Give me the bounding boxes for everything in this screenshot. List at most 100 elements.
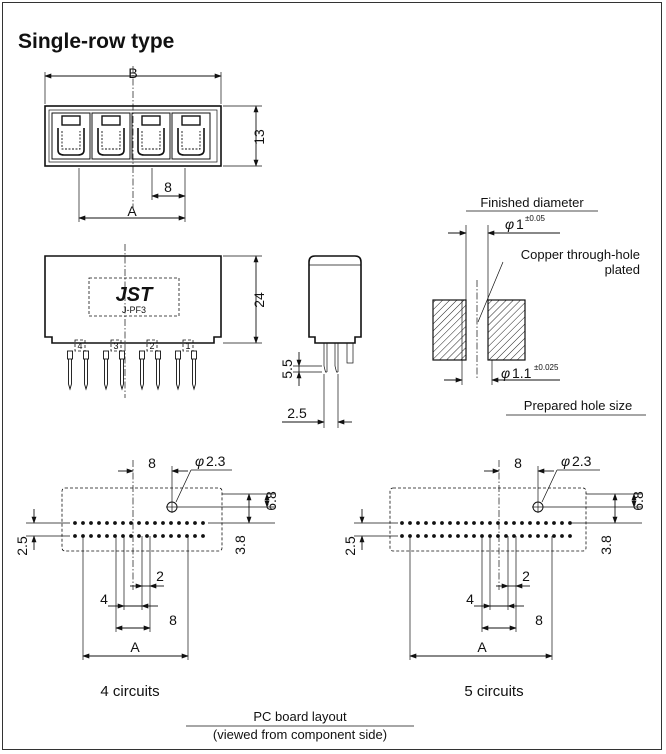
finished-diameter-label: Finished diameter bbox=[480, 195, 584, 210]
pcb-hole bbox=[568, 534, 572, 538]
prepared-value: 1.1 bbox=[512, 365, 532, 381]
pcb-hole bbox=[400, 521, 404, 525]
pin bbox=[119, 350, 125, 391]
pcb-hole bbox=[201, 521, 205, 525]
dim-a-4-label: A bbox=[130, 639, 140, 655]
pcb-hole bbox=[137, 521, 141, 525]
dim-a-5-label: A bbox=[477, 639, 487, 655]
pcb-hole bbox=[440, 534, 444, 538]
pitch-4-label: 8 bbox=[148, 455, 156, 471]
footer-line2: (viewed from component side) bbox=[213, 727, 387, 742]
pcb-hole bbox=[544, 521, 548, 525]
pcb-hole bbox=[432, 534, 436, 538]
pcb-hole bbox=[520, 534, 524, 538]
phi-symbol-pcb5: φ bbox=[561, 453, 570, 469]
pcb-hole bbox=[480, 521, 484, 525]
pcb-hole bbox=[416, 521, 420, 525]
pcb-hole bbox=[512, 521, 516, 525]
pcb-layout-4-circuits: 8 φ 2.3 6.8 3.8 2.5 2 4 8 A 4 c bbox=[14, 453, 279, 700]
pcb-hole bbox=[129, 534, 133, 538]
pcb-hole bbox=[177, 521, 181, 525]
pcb-hole bbox=[544, 534, 548, 538]
pcb-hole bbox=[536, 521, 540, 525]
side-view-housing bbox=[308, 255, 362, 344]
pcb-hole bbox=[552, 521, 556, 525]
pcb-hole bbox=[129, 521, 133, 525]
pin bbox=[191, 350, 197, 391]
phi-symbol-2: φ bbox=[501, 365, 510, 381]
front-view-pins bbox=[67, 350, 197, 391]
pcb-hole bbox=[432, 521, 436, 525]
pcb-hole bbox=[89, 534, 93, 538]
pin bbox=[67, 350, 73, 391]
pin-label-1: 1 bbox=[185, 341, 190, 351]
pcb-hole bbox=[560, 534, 564, 538]
pcb-hole bbox=[121, 521, 125, 525]
pcb-hole bbox=[193, 521, 197, 525]
pcb-hatch-right bbox=[487, 299, 526, 361]
pcb-hole bbox=[169, 534, 173, 538]
prepared-hole-size-label: Prepared hole size bbox=[524, 398, 632, 413]
dim-2-5-4-label: 2.5 bbox=[14, 536, 30, 556]
pcb-hole bbox=[424, 534, 428, 538]
pcb-hole bbox=[472, 534, 476, 538]
dim-3-8-4-label: 3.8 bbox=[232, 535, 248, 555]
dim-2-5c-label: 2 bbox=[522, 568, 530, 584]
pcb-hole bbox=[105, 534, 109, 538]
pin-label-3: 3 bbox=[113, 341, 118, 351]
pcb-hole bbox=[201, 534, 205, 538]
dim-8-top-label: 8 bbox=[164, 179, 172, 195]
pcb-hole bbox=[113, 521, 117, 525]
pcb-footer: PC board layout (viewed from component s… bbox=[186, 709, 414, 742]
dim-8-5c-label: 8 bbox=[535, 612, 543, 628]
pcb-hole bbox=[536, 534, 540, 538]
caption-5-circuits: 5 circuits bbox=[464, 683, 523, 700]
model-number: J-PF3 bbox=[122, 305, 146, 315]
pcb-hole bbox=[89, 521, 93, 525]
pcb-hole bbox=[408, 521, 412, 525]
pcb-hole bbox=[97, 521, 101, 525]
pcb-hole bbox=[464, 521, 468, 525]
pcb-hole bbox=[73, 521, 77, 525]
pin bbox=[83, 350, 89, 391]
pcb-hole bbox=[512, 534, 516, 538]
pcb-layout-5-circuits: 8 φ 2.3 6.8 3.8 2.5 2 4 8 A 5 c bbox=[342, 453, 646, 700]
dim-4-4-label: 4 bbox=[100, 591, 108, 607]
dim-4-5c-label: 4 bbox=[466, 591, 474, 607]
pin bbox=[175, 350, 181, 391]
pcb-hole bbox=[145, 521, 149, 525]
hole-dia-4-label: 2.3 bbox=[206, 453, 226, 469]
pcb-hole bbox=[440, 521, 444, 525]
pcb-hole bbox=[161, 521, 165, 525]
pcb-hole bbox=[504, 521, 508, 525]
dim-2-4-label: 2 bbox=[156, 568, 164, 584]
prepared-tolerance: ±0.025 bbox=[534, 363, 559, 372]
top-view-cavities bbox=[51, 112, 211, 160]
pcb-hole bbox=[97, 534, 101, 538]
logo-area bbox=[88, 277, 180, 317]
pcb-hole bbox=[81, 521, 85, 525]
finished-tolerance: ±0.05 bbox=[525, 214, 546, 223]
pcb-hole bbox=[528, 521, 532, 525]
dim-6-8-4-label: 6.8 bbox=[263, 491, 279, 511]
cavity bbox=[91, 112, 131, 160]
dim-8-4-label: 8 bbox=[169, 612, 177, 628]
front-view-housing bbox=[44, 255, 222, 344]
cavity bbox=[51, 112, 91, 160]
pcb-hole bbox=[528, 534, 532, 538]
pcb-hole bbox=[488, 521, 492, 525]
pcb-hole bbox=[153, 521, 157, 525]
dim-13-label: 13 bbox=[251, 129, 267, 145]
side-view: 5.5 2.5 bbox=[279, 255, 362, 428]
retention-peg bbox=[346, 342, 354, 364]
pcb-hole bbox=[448, 534, 452, 538]
pcb-hole bbox=[169, 521, 173, 525]
pcb-hole bbox=[145, 534, 149, 538]
pcb-hole bbox=[416, 534, 420, 538]
page-title: Single-row type bbox=[18, 30, 175, 53]
pcb-hole bbox=[177, 534, 181, 538]
pitch-5-label: 8 bbox=[514, 455, 522, 471]
dim-24-label: 24 bbox=[251, 292, 267, 308]
